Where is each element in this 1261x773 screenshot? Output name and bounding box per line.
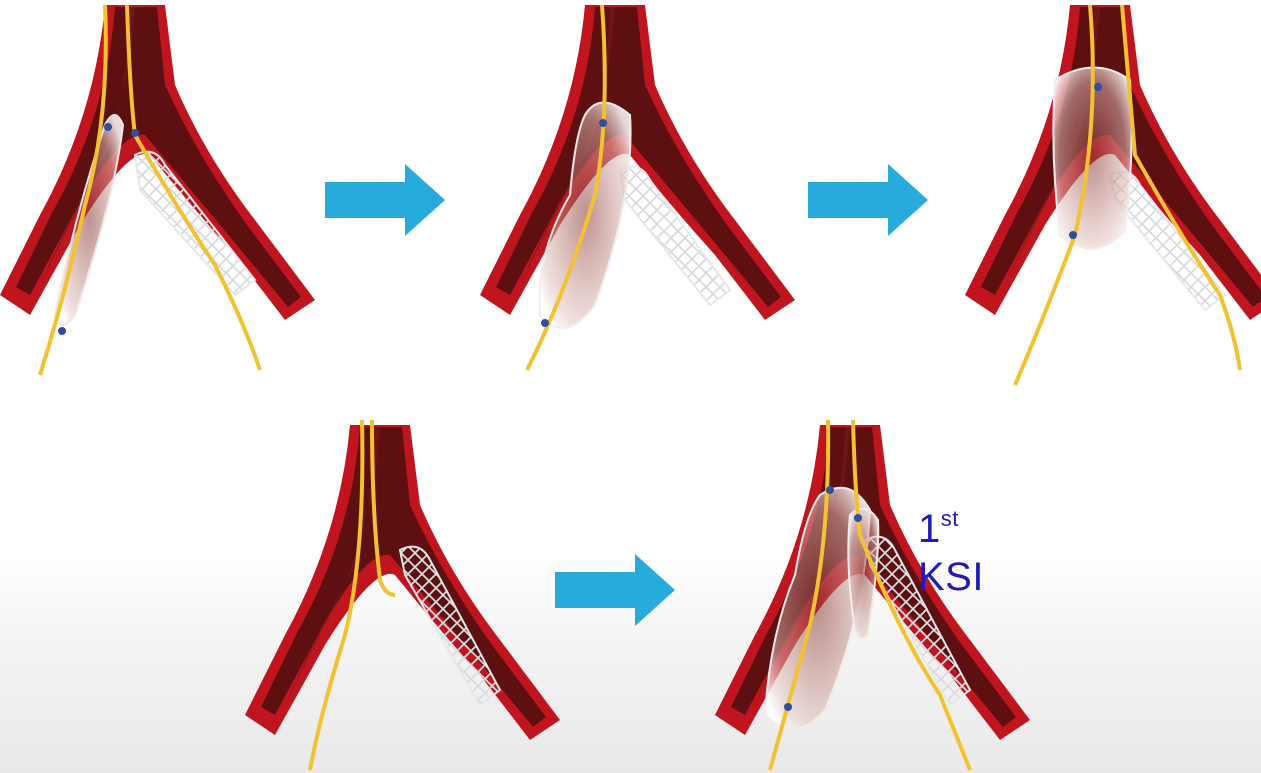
step-2-main-branch-balloon-inflated [480, 5, 795, 370]
first-kissing-balloon-inflation-label: 1st KSI [918, 505, 984, 601]
label-number: 1 [918, 507, 941, 551]
step-1-stent-and-balloon-positioned [0, 5, 315, 375]
arrow-3 [555, 554, 675, 626]
arrow-1 [325, 164, 445, 236]
label-text: KSI [918, 553, 984, 601]
arrow-2 [808, 164, 928, 236]
label-superscript: st [941, 506, 959, 531]
step-4-wire-rewired-into-side-branch [245, 420, 560, 770]
step-3-balloon-proximal-inflated [965, 5, 1261, 385]
